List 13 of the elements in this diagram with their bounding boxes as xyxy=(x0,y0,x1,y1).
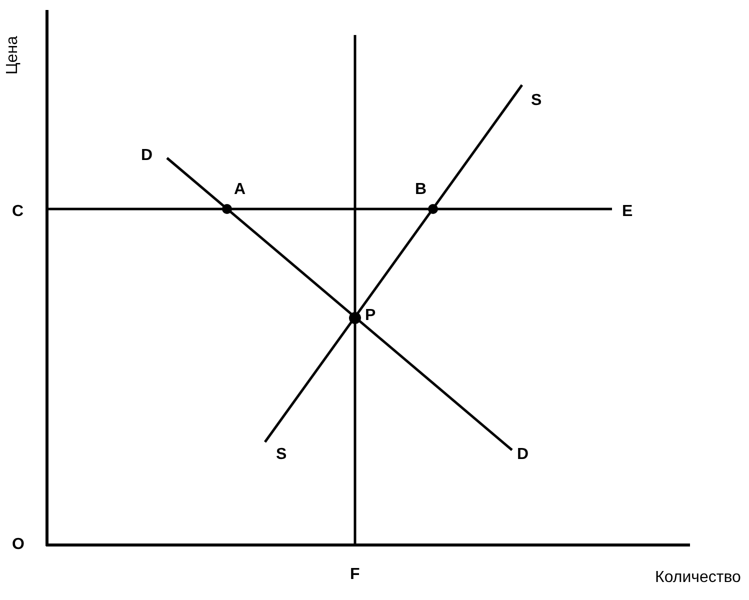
axis-label: Цена xyxy=(4,36,22,74)
curve-label: S xyxy=(531,92,542,110)
axis-tick-label: F xyxy=(350,566,360,584)
origin-label: O xyxy=(12,536,24,554)
point-label: B xyxy=(415,181,427,199)
curve-label: S xyxy=(276,446,287,464)
axis-tick-label: C xyxy=(12,203,24,221)
curve-label: D xyxy=(141,147,153,165)
curve-label: D xyxy=(517,446,529,464)
line-end-label: E xyxy=(622,203,633,221)
point-label: A xyxy=(234,181,246,199)
point-label: P xyxy=(365,307,376,325)
axis-label: Количество xyxy=(655,569,741,587)
